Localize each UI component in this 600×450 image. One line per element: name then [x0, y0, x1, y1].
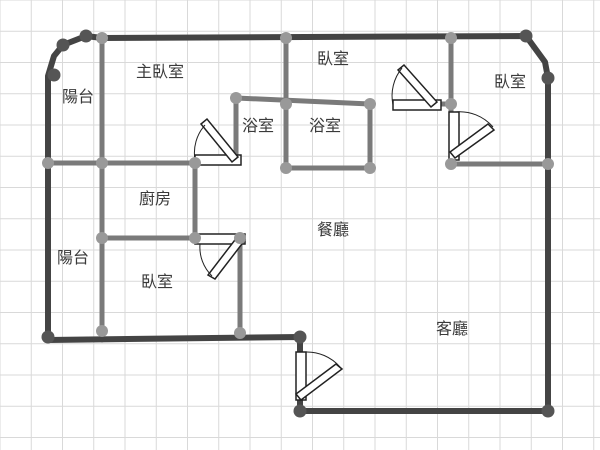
wall-node	[230, 92, 242, 104]
wall-node	[234, 232, 246, 244]
wall-node	[189, 157, 201, 169]
wall-node	[96, 32, 108, 44]
room-label-living: 客廳	[436, 319, 468, 338]
room-label-bathroom-left: 浴室	[242, 116, 274, 135]
doors	[193, 63, 496, 402]
wall-node	[364, 98, 376, 110]
wall-nodes	[41, 29, 555, 418]
wall-node	[364, 162, 376, 174]
wall-node	[280, 162, 292, 174]
room-label-master-bedroom: 主臥室	[136, 62, 184, 81]
room-label-bathroom-right: 浴室	[309, 116, 341, 135]
door-swing-arc	[454, 111, 494, 128]
room-label-kitchen: 廚房	[139, 189, 171, 208]
room-label-bedroom-bottom: 臥室	[141, 272, 173, 291]
wall-node	[234, 327, 246, 339]
wall-node	[41, 330, 55, 344]
wall-node	[56, 38, 70, 52]
wall-node	[280, 32, 292, 44]
wall-node	[541, 404, 555, 418]
wall-node	[96, 157, 108, 169]
wall-node	[445, 32, 457, 44]
wall-node	[280, 98, 292, 110]
wall-node	[519, 29, 533, 43]
wall-node	[445, 98, 457, 110]
door-swing-arc	[391, 67, 403, 106]
door-leaf	[396, 63, 439, 109]
wall-node	[293, 404, 307, 418]
door-master-bedroom	[193, 117, 242, 166]
inner-wall	[233, 95, 373, 107]
door-right-bedroom	[448, 111, 496, 161]
room-label-bedroom-top: 臥室	[317, 49, 349, 68]
room-label-balcony-top: 陽台	[62, 87, 94, 106]
wall-node	[293, 330, 307, 344]
wall-node	[445, 158, 457, 170]
wall-node	[42, 157, 54, 169]
door-swing-arc	[199, 243, 213, 277]
room-label-balcony-bottom: 陽台	[57, 248, 89, 267]
wall-node	[96, 325, 108, 337]
door-leaf	[199, 117, 240, 164]
door-leaf	[448, 123, 496, 160]
door-swing-arc	[304, 351, 341, 368]
door-top-bedroom	[391, 63, 442, 111]
room-label-bedroom-right: 臥室	[494, 72, 526, 91]
wall-node	[542, 158, 554, 170]
door-leaf	[294, 363, 344, 402]
inner-walls	[45, 35, 551, 343]
wall-node	[189, 232, 201, 244]
wall-node	[541, 71, 555, 85]
door-entrance	[294, 351, 344, 402]
wall-node	[79, 29, 93, 43]
wall-node	[47, 68, 61, 82]
room-label-dining: 餐廳	[317, 220, 349, 239]
wall-node	[96, 232, 108, 244]
